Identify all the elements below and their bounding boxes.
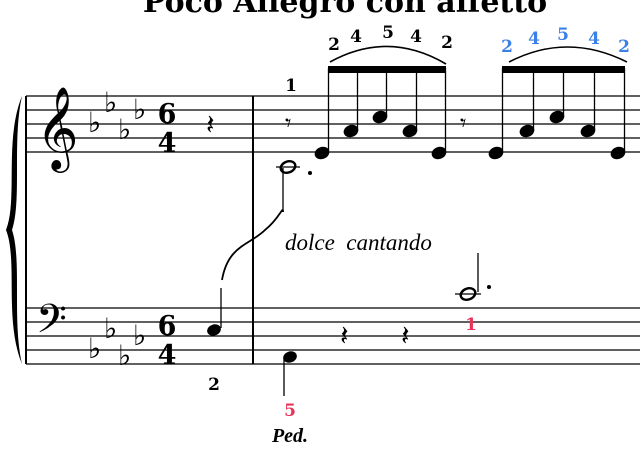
dotted-half-note bbox=[276, 160, 312, 212]
svg-text:5: 5 bbox=[382, 23, 394, 43]
note-group-2 bbox=[488, 66, 626, 160]
slur bbox=[329, 45, 447, 65]
finger-number-red: 1 bbox=[465, 315, 477, 335]
note-group-1 bbox=[314, 66, 447, 160]
svg-text:♭: ♭ bbox=[133, 319, 146, 352]
cross-staff-slur bbox=[221, 209, 284, 281]
treble-key-signature: ♭♭♭♭ bbox=[88, 86, 146, 146]
piece-title: Poco Allegro con affetto bbox=[143, 0, 547, 20]
quarter-rest-icon: 𝄽 bbox=[340, 319, 349, 352]
svg-text:♭: ♭ bbox=[118, 339, 131, 372]
bass-dotted-half-note bbox=[455, 253, 491, 301]
svg-text:4: 4 bbox=[588, 29, 600, 49]
treble-time-top: 6 bbox=[158, 99, 177, 130]
treble-time-bottom: 4 bbox=[158, 128, 177, 159]
system-brace bbox=[6, 96, 22, 364]
finger-number: 2 bbox=[208, 375, 220, 395]
svg-text:5: 5 bbox=[557, 25, 569, 45]
eighth-rest-icon: 𝄾 bbox=[460, 109, 466, 137]
eighth-rest-icon: 𝄾 bbox=[285, 109, 291, 137]
finger-number-red: 5 bbox=[284, 401, 296, 421]
svg-text:♭: ♭ bbox=[104, 86, 117, 119]
bass-time-bottom: 4 bbox=[158, 340, 177, 371]
fingering-group-1: 2 4 5 4 2 bbox=[328, 23, 453, 55]
quarter-rest-icon: 𝄽 bbox=[401, 319, 410, 352]
svg-text:2: 2 bbox=[441, 33, 453, 53]
fingering-group-2: 2 4 5 4 2 bbox=[501, 25, 630, 57]
svg-text:4: 4 bbox=[528, 29, 540, 49]
bass-low-note bbox=[283, 351, 297, 396]
treble-staff bbox=[26, 95, 640, 153]
svg-text:♭: ♭ bbox=[88, 332, 101, 365]
expression-text: dolce cantando bbox=[285, 230, 432, 255]
svg-text:♭: ♭ bbox=[118, 113, 131, 146]
pedal-marking: Ped. bbox=[271, 425, 308, 447]
finger-number: 1 bbox=[285, 76, 297, 96]
quarter-rest-icon: 𝄽 bbox=[206, 108, 215, 141]
bass-time-top: 6 bbox=[158, 311, 177, 342]
svg-text:4: 4 bbox=[350, 27, 362, 47]
svg-text:2: 2 bbox=[328, 35, 340, 55]
slur bbox=[508, 46, 628, 63]
bass-key-signature: ♭♭♭♭ bbox=[88, 312, 146, 372]
svg-text:4: 4 bbox=[410, 27, 422, 47]
treble-clef-icon: 𝄞 bbox=[36, 85, 79, 173]
bass-staff bbox=[26, 307, 640, 365]
svg-text:♭: ♭ bbox=[88, 106, 101, 139]
svg-text:2: 2 bbox=[501, 37, 513, 57]
svg-text:♭: ♭ bbox=[133, 93, 146, 126]
svg-text:♭: ♭ bbox=[104, 312, 117, 345]
bass-clef-icon: 𝄢 bbox=[36, 296, 67, 352]
bass-pickup-note bbox=[207, 288, 222, 336]
svg-text:2: 2 bbox=[618, 37, 630, 57]
